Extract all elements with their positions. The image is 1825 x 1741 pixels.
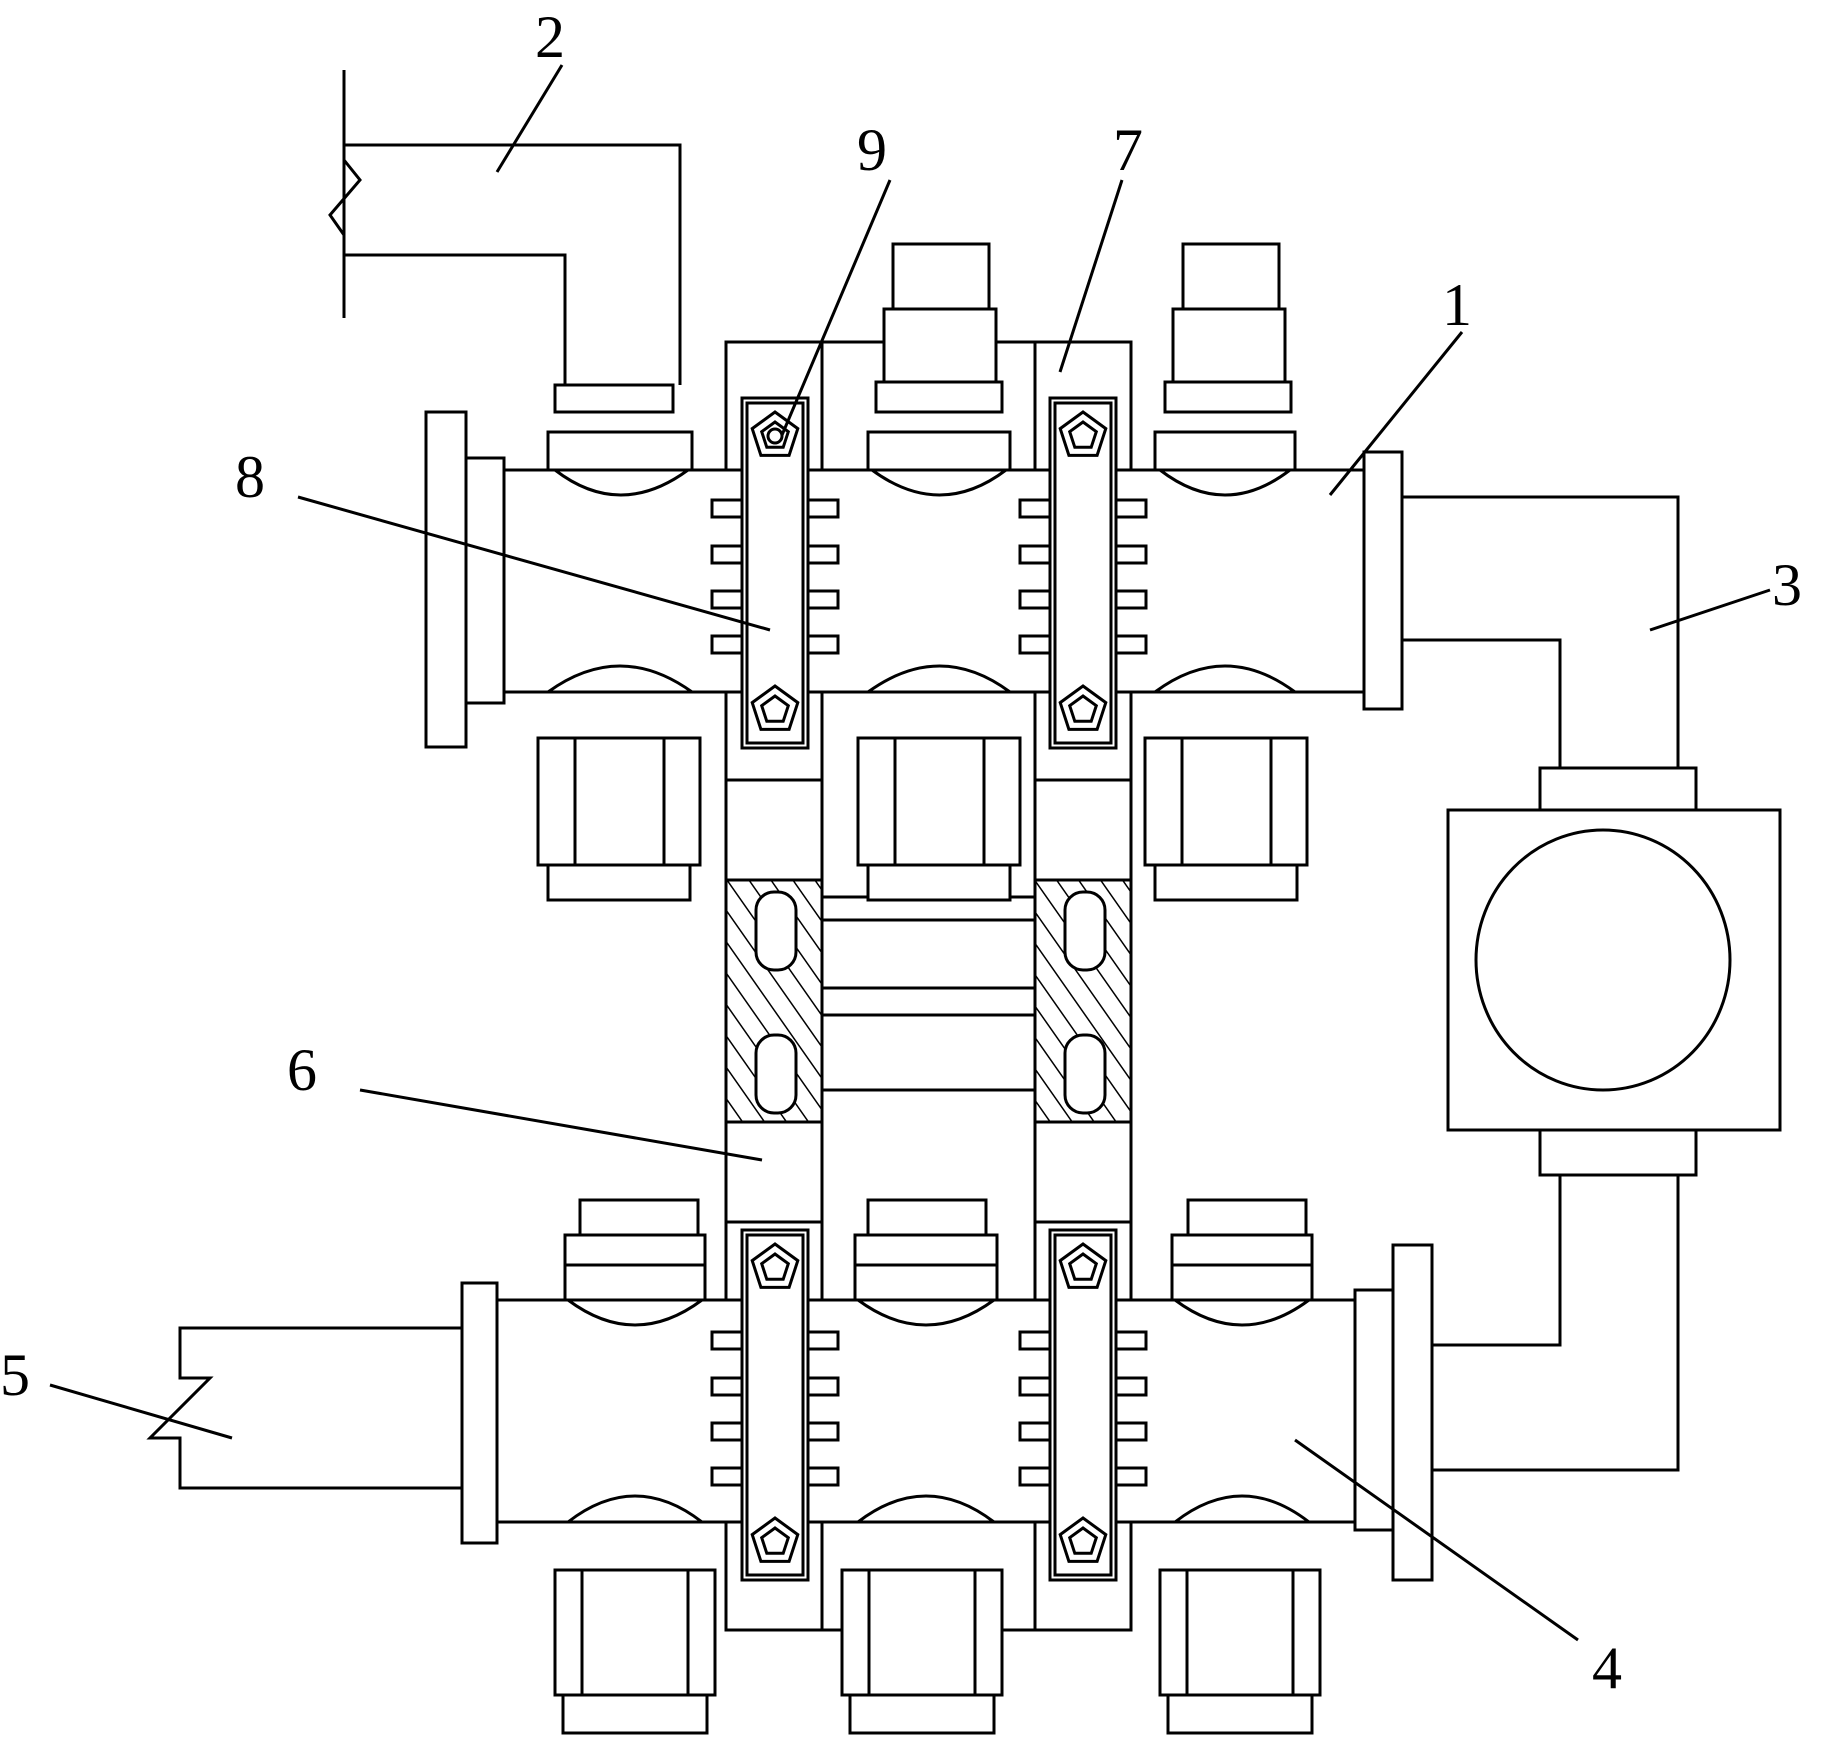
clamp-tab: [806, 634, 840, 655]
label-2: 2: [535, 4, 565, 70]
stud-center-dot: [766, 427, 784, 445]
clamp-tab: [1018, 1466, 1052, 1487]
bolt-pentagon-inner: [1067, 420, 1099, 449]
label-5: 5: [0, 1342, 30, 1408]
clamp-tab: [1018, 1376, 1052, 1397]
inlet-pipe-2: [328, 70, 682, 414]
clamp-tab: [1114, 1330, 1148, 1351]
clamp-tab: [710, 589, 744, 610]
clamp-tab: [1018, 544, 1052, 565]
clamp-tab: [806, 589, 840, 610]
label-6: 6: [287, 1037, 317, 1103]
clamp-tab: [710, 1466, 744, 1487]
label-8: 8: [235, 444, 265, 510]
upper-manifold-1: [424, 242, 1404, 902]
bolt-pentagon-inner: [759, 1252, 791, 1281]
clamp-tab: [1018, 498, 1052, 519]
label-9: 9: [857, 117, 887, 183]
clamp-tab: [1018, 1421, 1052, 1442]
bolt-pentagon-inner: [1067, 1252, 1099, 1281]
clamp-tab: [1114, 1466, 1148, 1487]
callout-labels: 1 2 3 4 5 6 7 8 9: [0, 4, 1802, 1701]
clamp-tab: [806, 1376, 840, 1397]
label-3: 3: [1772, 552, 1802, 618]
bolt-pentagon-inner: [1067, 1526, 1099, 1555]
clamp-plate-8: [710, 396, 1148, 1582]
clamp-tab: [806, 544, 840, 565]
clamp-tab: [806, 1421, 840, 1442]
clamp-tab: [1114, 544, 1148, 565]
clamp-tab: [806, 1466, 840, 1487]
label-7: 7: [1113, 117, 1143, 183]
clamp-tab: [806, 1330, 840, 1351]
clamp-tab: [1018, 1330, 1052, 1351]
clamp-tab: [710, 1376, 744, 1397]
clamp-tab: [1018, 589, 1052, 610]
clamp-tab: [1114, 498, 1148, 519]
clamp-plate-inner: [1053, 401, 1113, 745]
label-4: 4: [1592, 1635, 1622, 1701]
bolt-pentagon-inner: [1067, 694, 1099, 723]
label-1: 1: [1442, 272, 1472, 338]
clamp-tab: [1114, 1421, 1148, 1442]
outlet-pipe-5: [146, 1326, 462, 1490]
side-pipe-3: [1402, 495, 1680, 1472]
leader-lines: [49, 64, 1771, 1642]
clamp-tab: [710, 544, 744, 565]
pump-unit: [1446, 766, 1782, 1177]
clamp-tab: [710, 1421, 744, 1442]
clamp-tab: [1018, 634, 1052, 655]
clamp-tab: [710, 498, 744, 519]
clamp-tab: [710, 634, 744, 655]
clamp-tab: [1114, 589, 1148, 610]
bolt-pentagon-inner: [759, 694, 791, 723]
bolt-pentagon-inner: [759, 1526, 791, 1555]
clamp-tab: [1114, 634, 1148, 655]
lower-manifold-4: [460, 1198, 1434, 1735]
clamp-tab: [1114, 1376, 1148, 1397]
clamp-tab: [710, 1330, 744, 1351]
clamp-tab: [806, 498, 840, 519]
